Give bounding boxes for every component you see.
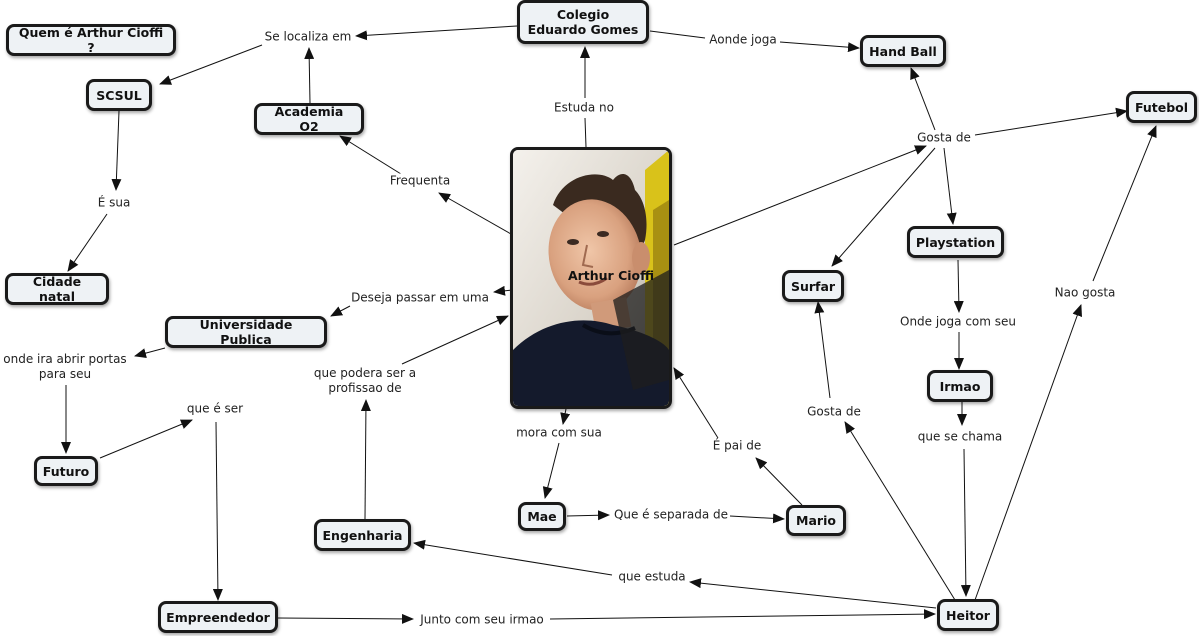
node-arthur-label: Arthur Cioffi <box>567 268 655 283</box>
node-mae[interactable]: Mae <box>518 502 566 531</box>
node-cidade-natal[interactable]: Cidade natal <box>5 273 109 305</box>
link-gosta-de-heitor: Gosta de <box>805 404 863 420</box>
node-heitor[interactable]: Heitor <box>937 599 999 631</box>
node-quem-e-arthur[interactable]: Quem é Arthur Cioffi ? <box>6 24 176 56</box>
node-colegio-eduardo-gomes[interactable]: Colegio Eduardo Gomes <box>517 0 649 44</box>
link-estuda-no: Estuda no <box>552 100 616 116</box>
node-playstation[interactable]: Playstation <box>907 226 1004 258</box>
link-junto-com-seu-irmao: Junto com seu irmao <box>418 612 546 628</box>
link-e-sua: É sua <box>95 195 133 211</box>
node-irmao[interactable]: Irmao <box>927 370 993 402</box>
portrait-image <box>513 150 669 406</box>
node-academia-o2[interactable]: Academia O2 <box>254 103 364 135</box>
node-arthur-cioffi[interactable]: Arthur Cioffi <box>510 147 672 409</box>
node-empreendedor[interactable]: Empreendedor <box>158 601 278 633</box>
link-deseja-passar: Deseja passar em uma <box>349 290 491 306</box>
node-futuro[interactable]: Futuro <box>34 456 98 486</box>
link-gosta-de-top: Gosta de <box>915 130 973 146</box>
node-surfar[interactable]: Surfar <box>782 270 844 302</box>
link-mora-com-sua: mora com sua <box>514 425 604 441</box>
link-se-localiza-em: Se localiza em <box>262 29 354 45</box>
node-futebol[interactable]: Futebol <box>1126 91 1197 123</box>
link-frequenta: Frequenta <box>387 173 453 189</box>
link-que-e-separada: Que é separada de <box>611 507 731 523</box>
link-que-estuda: que estuda <box>616 569 688 585</box>
node-engenharia[interactable]: Engenharia <box>314 519 411 551</box>
link-nao-gosta: Nao gosta <box>1052 285 1118 301</box>
node-mario[interactable]: Mario <box>786 505 846 536</box>
link-aonde-joga: Aonde joga <box>707 32 779 48</box>
link-e-pai-de: É pai de <box>710 438 764 454</box>
node-universidade-publica[interactable]: Universidade Publica <box>165 316 327 348</box>
link-onde-ira-abrir: onde ira abrir portas para seu <box>0 352 131 382</box>
link-onde-joga-com-seu: Onde joga com seu <box>897 314 1019 330</box>
link-que-podera-ser: que podera ser a profissao de <box>304 366 426 396</box>
node-scsul[interactable]: SCSUL <box>86 79 152 111</box>
link-que-e-ser: que é ser <box>184 401 246 417</box>
link-que-se-chama: que se chama <box>915 429 1005 445</box>
node-hand-ball[interactable]: Hand Ball <box>860 35 946 67</box>
